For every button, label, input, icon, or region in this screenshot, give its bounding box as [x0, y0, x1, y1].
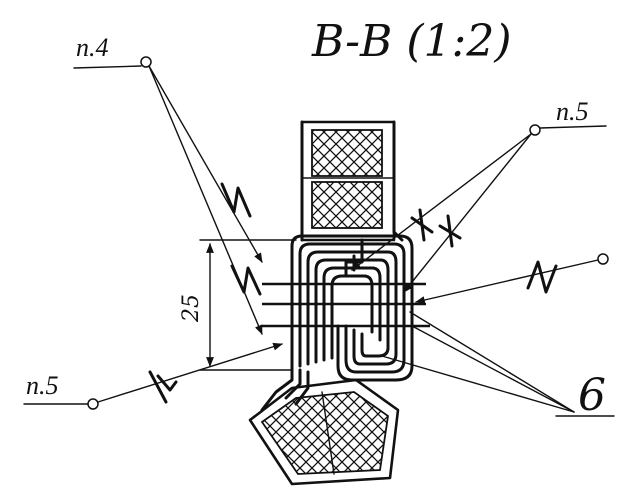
leader-right-n — [415, 253, 609, 304]
dimension-label: 25 — [179, 294, 204, 323]
lower-insulation-block — [248, 378, 400, 486]
label-item-6: 6 — [578, 370, 606, 421]
fastener-lines — [262, 282, 430, 328]
leader-item-6 — [381, 311, 615, 417]
folded-seal-layers — [260, 234, 414, 412]
upper-insulation-block — [300, 120, 404, 242]
label-p4: п.4 — [76, 33, 109, 62]
label-p5-left: п.5 — [26, 371, 59, 400]
leader-p4 — [73, 56, 263, 335]
section-title: B-B (1:2) — [311, 16, 511, 67]
leader-p5-left — [23, 342, 283, 410]
label-p5-top: п.5 — [556, 97, 589, 126]
leader-p5-top — [351, 124, 607, 293]
dimension-25: 25 — [179, 239, 297, 371]
